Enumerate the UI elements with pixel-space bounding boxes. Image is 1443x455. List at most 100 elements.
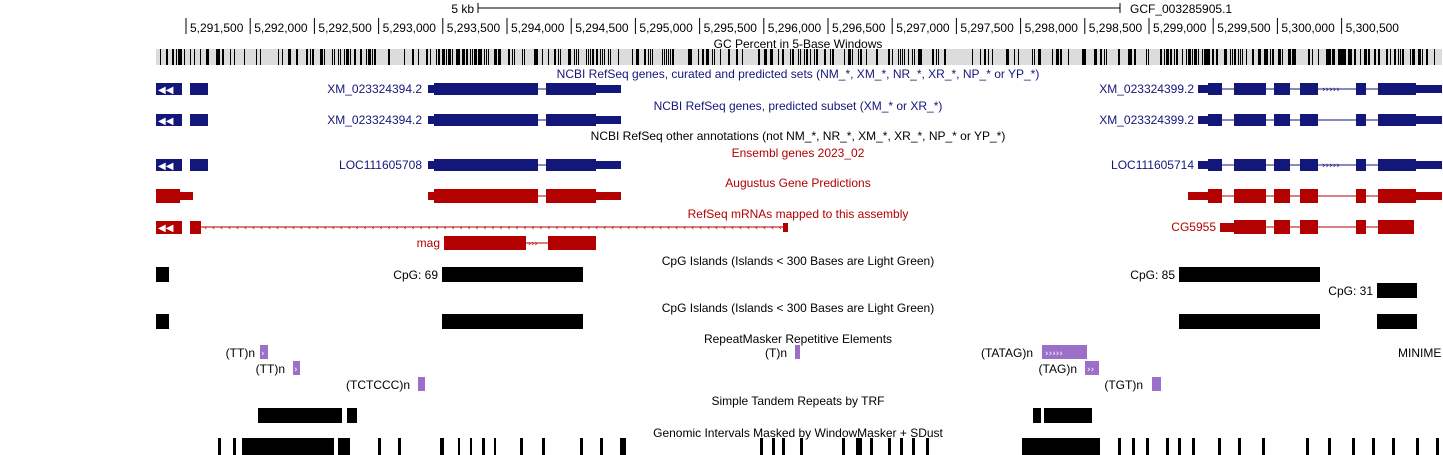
- cpg-label-69[interactable]: CpG: 69: [393, 268, 438, 282]
- mrna-cg5955[interactable]: [1220, 220, 1414, 234]
- tandem-repeat[interactable]: [347, 408, 357, 423]
- ensembl-genes-track[interactable]: ◀◀ LOC111605708 LOC111605714 ›››››: [156, 158, 1442, 172]
- gene-label-xm-023324399[interactable]: XM_023324399.2: [1099, 82, 1194, 96]
- trf-track[interactable]: Simple Tandem Repeats by TRF: [258, 394, 1092, 423]
- repeat-label-minime[interactable]: MINIME: [1398, 346, 1441, 360]
- gc-bar: [688, 49, 690, 65]
- ruler-tick-label: 5,291,500: [190, 21, 244, 35]
- gc-bar: [234, 49, 235, 65]
- gc-bar: [1068, 49, 1069, 65]
- gc-bar: [1350, 49, 1352, 65]
- augustus-gene-middle[interactable]: [428, 189, 621, 203]
- masked-interval: [1238, 438, 1241, 455]
- gene-label-loc111605708[interactable]: LOC111605708: [339, 158, 422, 172]
- gene-xm-023324399[interactable]: [1198, 114, 1442, 126]
- gc-bar: [464, 49, 465, 65]
- repeat-element[interactable]: [293, 361, 300, 375]
- cpg-islands-track[interactable]: CpG Islands (Islands < 300 Bases are Lig…: [156, 254, 1417, 298]
- cpg-island[interactable]: [442, 267, 583, 282]
- gene-xm-023324399[interactable]: ›››››: [1198, 83, 1442, 95]
- mrna-long[interactable]: ◀◀ ‹‹‹‹‹‹‹‹‹‹‹‹‹‹‹‹‹‹‹‹‹‹‹‹‹‹‹‹‹‹‹‹‹‹‹‹‹…: [156, 221, 788, 234]
- masked-interval: [1436, 438, 1439, 455]
- gc-percent-track[interactable]: GC Percent in 5-Base Windows: [156, 37, 1442, 65]
- repeatmasker-track[interactable]: RepeatMasker Repetitive Elements (TT)n ›…: [226, 332, 1442, 392]
- cpg-island[interactable]: [442, 314, 583, 329]
- gene-xm-023324394[interactable]: [428, 114, 621, 126]
- cpg-island[interactable]: [1179, 267, 1320, 282]
- repeat-label-tctccc[interactable]: (TCTCCC)n: [346, 378, 410, 392]
- ncbi-curated-track[interactable]: NCBI RefSeq genes, curated and predicted…: [156, 67, 1442, 96]
- gene-label-xm-023324394[interactable]: XM_023324394.2: [327, 82, 422, 96]
- gene-label-xm-023324399[interactable]: XM_023324399.2: [1099, 113, 1194, 127]
- repeat-label-tt-2[interactable]: (TT)n: [256, 362, 285, 376]
- gc-bar: [1342, 49, 1344, 65]
- masked-interval: [482, 438, 485, 455]
- cpg-islands-track-2[interactable]: CpG Islands (Islands < 300 Bases are Lig…: [156, 301, 1417, 329]
- ruler-tick-label: 5,294,000: [511, 21, 565, 35]
- repeat-label-tag[interactable]: (TAG)n: [1039, 362, 1077, 376]
- svg-text:›››››: ›››››: [1322, 161, 1340, 171]
- cpg-island[interactable]: [156, 314, 169, 329]
- gc-bar: [542, 49, 543, 65]
- tandem-repeat[interactable]: [1044, 408, 1092, 423]
- gene-label-cg5955[interactable]: CG5955: [1171, 220, 1216, 234]
- augustus-track[interactable]: Augustus Gene Predictions: [156, 176, 1442, 203]
- gc-bar: [500, 49, 501, 65]
- gc-bar: [600, 49, 601, 65]
- gene-label-mag[interactable]: mag: [417, 236, 440, 250]
- cpg-island[interactable]: [1377, 314, 1417, 329]
- repeat-label-tgt[interactable]: (TGT)n: [1104, 378, 1143, 392]
- repeat-element[interactable]: [1085, 361, 1099, 375]
- gc-bar: [332, 49, 333, 65]
- repeat-element[interactable]: [260, 345, 268, 359]
- gc-bar: [1058, 49, 1059, 65]
- gc-bar: [222, 49, 224, 65]
- cpg-island[interactable]: [1377, 283, 1417, 298]
- windowmasker-intervals: [218, 438, 1439, 455]
- cpg-label-31[interactable]: CpG: 31: [1328, 284, 1373, 298]
- gc-bar: [1060, 49, 1062, 65]
- gc-bar: [1234, 49, 1236, 65]
- gc-bar: [480, 49, 482, 65]
- tandem-repeat[interactable]: [1033, 408, 1041, 423]
- repeat-element[interactable]: [1042, 345, 1087, 359]
- gene-label-loc111605714[interactable]: LOC111605714: [1111, 158, 1194, 172]
- gc-bar: [764, 49, 766, 65]
- gc-bar: [450, 49, 451, 65]
- gc-bar: [176, 49, 177, 65]
- gc-bar: [436, 49, 437, 65]
- gene-left-stub[interactable]: ◀◀: [156, 114, 208, 127]
- cpg-island[interactable]: [1179, 314, 1320, 329]
- gene-left-stub[interactable]: ◀◀: [156, 83, 208, 96]
- gene-label-xm-023324394[interactable]: XM_023324394.2: [327, 113, 422, 127]
- repeat-label-t[interactable]: (T)n: [765, 346, 787, 360]
- gc-bar: [866, 49, 867, 65]
- repeat-label-tt[interactable]: (TT)n: [226, 346, 255, 360]
- repeat-element[interactable]: [418, 377, 425, 391]
- gene-loc111605708[interactable]: [428, 159, 621, 171]
- refseq-mrna-track[interactable]: RefSeq mRNAs mapped to this assembly ◀◀ …: [156, 207, 1414, 250]
- augustus-gene-right[interactable]: [1188, 189, 1442, 203]
- repeat-element[interactable]: [795, 345, 800, 359]
- masked-interval: [772, 438, 775, 455]
- gc-bar: [992, 49, 993, 65]
- ncbi-predicted-track[interactable]: NCBI RefSeq genes, predicted subset (XM_…: [156, 99, 1442, 127]
- cpg-island[interactable]: [156, 267, 169, 282]
- gc-bar: [282, 49, 283, 65]
- cpg-label-85[interactable]: CpG: 85: [1130, 268, 1175, 282]
- tandem-repeat[interactable]: [258, 408, 342, 423]
- gc-bar: [1148, 49, 1149, 65]
- mrna-mag[interactable]: ›››: [444, 236, 596, 250]
- gene-xm-023324394[interactable]: [428, 83, 621, 95]
- gc-bar: [708, 49, 709, 65]
- gene-left-stub[interactable]: ◀◀: [156, 159, 208, 172]
- gc-bar: [1340, 49, 1342, 65]
- gc-bar: [830, 49, 831, 65]
- windowmasker-track[interactable]: Genomic Intervals Masked by WindowMasker…: [218, 425, 1439, 455]
- repeat-element[interactable]: [1152, 377, 1161, 391]
- ruler-tick-label: 5,297,500: [960, 21, 1014, 35]
- repeat-label-tatag[interactable]: (TATAG)n: [981, 346, 1033, 360]
- gene-loc111605714[interactable]: ›››››: [1198, 159, 1442, 171]
